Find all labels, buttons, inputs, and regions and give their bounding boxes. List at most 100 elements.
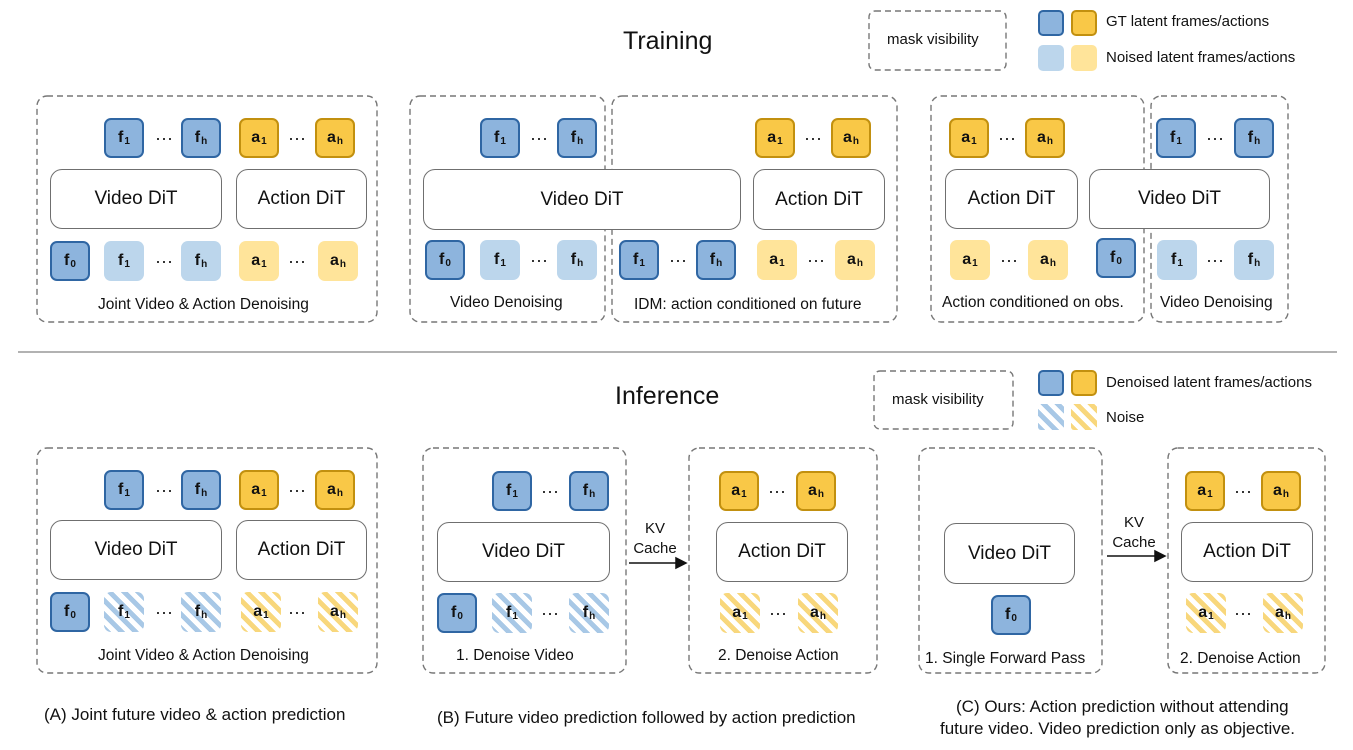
video-dit-block: Video DiT xyxy=(50,520,222,580)
video-dit-block: Video DiT xyxy=(944,523,1075,584)
ellipsis: ··· xyxy=(1206,250,1224,270)
legend-gt-action-swatch xyxy=(1071,10,1097,36)
ellipsis: ··· xyxy=(807,250,825,270)
caption-c-line2: future video. Video prediction only as o… xyxy=(940,719,1296,738)
train-b-right-caption: IDM: action conditioned on future xyxy=(634,296,862,313)
action-dit-block: Action DiT xyxy=(1181,522,1313,582)
ellipsis: ··· xyxy=(288,602,306,622)
infer-c-right-region xyxy=(1167,447,1326,674)
ellipsis: ··· xyxy=(998,128,1016,148)
ellipsis: ··· xyxy=(804,128,822,148)
infer-c-right-caption: 2. Denoise Action xyxy=(1180,650,1301,667)
caption-b: (B) Future video prediction followed by … xyxy=(437,708,856,727)
ellipsis: ··· xyxy=(1206,128,1224,148)
ellipsis: ··· xyxy=(1234,481,1252,501)
video-dit-block: Video DiT xyxy=(437,522,610,582)
video-dit-block: Video DiT xyxy=(1089,169,1270,229)
ellipsis: ··· xyxy=(155,128,173,148)
legend-mask-box-inference xyxy=(873,370,1014,430)
ellipsis: ··· xyxy=(155,602,173,622)
ellipsis: ··· xyxy=(1234,603,1252,623)
caption-a: (A) Joint future video & action predicti… xyxy=(44,705,346,724)
legend-gt-frame-swatch xyxy=(1038,10,1064,36)
train-a-caption: Joint Video & Action Denoising xyxy=(98,296,309,313)
mask-visibility-label-inference: mask visibility xyxy=(892,391,984,408)
ellipsis: ··· xyxy=(155,251,173,271)
train-c-left-caption: Action conditioned on obs. xyxy=(942,294,1124,311)
legend-noised-frame-swatch xyxy=(1038,45,1064,71)
legend-noised-label: Noised latent frames/actions xyxy=(1106,49,1296,66)
train-c-right-region xyxy=(1150,95,1289,323)
training-title: Training xyxy=(623,27,713,55)
legend-mask-box-training xyxy=(868,10,1007,71)
train-a-region xyxy=(36,95,378,323)
action-dit-block: Action DiT xyxy=(753,169,885,230)
legend-denoised-label: Denoised latent frames/actions xyxy=(1106,374,1312,391)
ellipsis: ··· xyxy=(669,250,687,270)
train-b-left-caption: Video Denoising xyxy=(450,294,563,311)
action-dit-block: Action DiT xyxy=(236,520,367,580)
legend-noise-frame-swatch xyxy=(1038,404,1064,430)
mask-visibility-label: mask visibility xyxy=(887,31,979,48)
train-c-right-caption: Video Denoising xyxy=(1160,294,1273,311)
ellipsis: ··· xyxy=(769,603,787,623)
caption-c-line1: (C) Ours: Action prediction without atte… xyxy=(956,697,1289,716)
ellipsis: ··· xyxy=(288,251,306,271)
legend-noise-action-swatch xyxy=(1071,404,1097,430)
ellipsis: ··· xyxy=(768,481,786,501)
inference-title: Inference xyxy=(615,382,720,410)
ellipsis: ··· xyxy=(288,480,306,500)
ellipsis: ··· xyxy=(1000,250,1018,270)
legend-noised-action-swatch xyxy=(1071,45,1097,71)
legend-gt-label: GT latent frames/actions xyxy=(1106,13,1270,30)
action-dit-block: Action DiT xyxy=(945,169,1078,229)
infer-b-right-caption: 2. Denoise Action xyxy=(718,647,839,664)
action-dit-block: Action DiT xyxy=(716,522,848,582)
infer-b-left-caption: 1. Denoise Video xyxy=(456,647,574,664)
ellipsis: ··· xyxy=(541,603,559,623)
